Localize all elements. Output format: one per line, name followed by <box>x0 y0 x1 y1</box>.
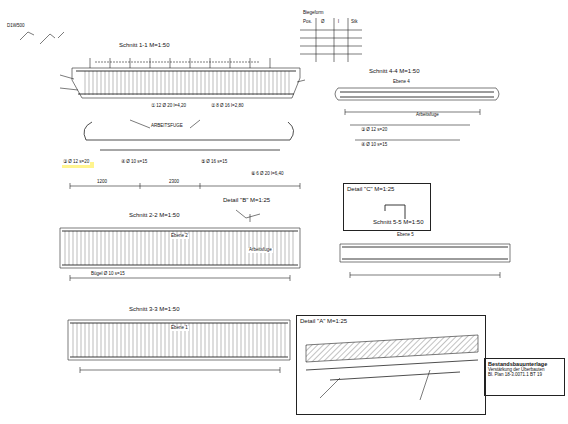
drawing-label: Stk <box>350 20 359 25</box>
title-block: BestandsbauunterlageVerstärkung der Über… <box>484 358 565 396</box>
drawing-label: ② 8 Ø 16 l=2,80 <box>210 104 244 109</box>
bending-table: Biegeform <box>300 8 362 62</box>
drawing-label: 2300 <box>168 180 180 185</box>
drawing-label: ③ Ø 12 s=20 <box>62 160 90 165</box>
drawing-label: Arbeitsfuge <box>248 248 273 253</box>
drawing-label: ③ Ø 12 s=20 <box>360 128 388 133</box>
node-text: Detail "C" M=1:25 <box>346 186 395 193</box>
drawing-label: ⑥ 6 Ø 20 l=6,40 <box>250 172 284 177</box>
drawing-label: Schnitt 3-3 M=1:50 <box>128 306 181 313</box>
drawing-label: Bügel Ø 10 s=15 <box>90 272 126 277</box>
drawing-label: Schnitt 4-4 M=1:50 <box>368 68 421 75</box>
drawing-label: 1200 <box>96 180 108 185</box>
drawing-label: Schnitt 5-5 M=1:50 <box>372 219 425 226</box>
drawing-label: D1W500 <box>6 24 26 29</box>
drawing-label: Ebene 4 <box>392 80 411 85</box>
drawing-label: l <box>337 20 340 25</box>
node-text: Bl. Plan 18-3.0071.1 BT 19 <box>487 372 543 377</box>
node-text: Biegeform <box>302 10 325 15</box>
drawing-label: Arbeitsfuge <box>415 113 440 118</box>
node-text: Detail "A" M=1:25 <box>299 318 348 325</box>
drawing-label: ① 12 Ø 20 l=4,20 <box>150 104 187 109</box>
drawing-label: Schnitt 1-1 M=1:50 <box>118 42 171 49</box>
detail-frame: Detail "A" M=1:25 <box>296 315 486 415</box>
drawing-label: Detail "B" M=1:25 <box>222 197 271 204</box>
drawing-label: Ø <box>320 20 326 25</box>
drawing-label: ④ Ø 10 s=15 <box>360 143 388 148</box>
drawing-label: Pos. <box>302 20 313 25</box>
drawing-label: Ebene 1 <box>170 326 189 331</box>
drawing-label: ⑤ Ø 16 s=15 <box>200 160 228 165</box>
detail-frame: Detail "C" M=1:25 <box>343 183 431 231</box>
drawing-label: Ebene 2 <box>170 234 189 239</box>
drawing-label: Ebene 5 <box>396 233 415 238</box>
drawing-label: ④ Ø 10 s=15 <box>120 160 148 165</box>
drawing-label: Schnitt 2-2 M=1:50 <box>128 212 181 219</box>
drawing-label: ARBEITSFUGE <box>150 124 184 129</box>
